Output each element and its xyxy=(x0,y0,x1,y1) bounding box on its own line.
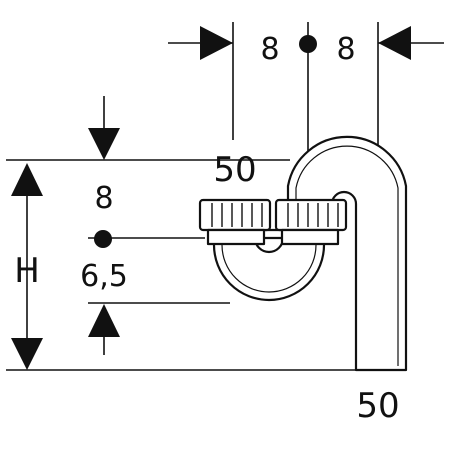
left-nut xyxy=(198,198,272,232)
left-nut-base xyxy=(206,228,266,246)
height-arrow-up-icon xyxy=(11,163,43,196)
right-nut-base xyxy=(280,228,340,246)
top-50-label: 50 xyxy=(213,150,256,190)
top-left-8-label: 8 xyxy=(260,32,279,67)
outlet-pipe xyxy=(286,135,408,372)
trap-inner-contour xyxy=(221,244,317,293)
top-center-dot xyxy=(299,35,317,53)
outlet-inner-contour xyxy=(295,145,399,366)
inlet-axis-dot xyxy=(94,230,112,248)
height-label: H xyxy=(14,251,40,291)
arrow-right-icon xyxy=(200,26,233,60)
side-6-5-label: 6,5 xyxy=(80,259,128,294)
top-right-8-label: 8 xyxy=(336,32,355,67)
arrow-left-icon xyxy=(378,26,411,60)
arrow-down-icon xyxy=(88,128,120,160)
height-arrow-down-icon xyxy=(11,338,43,370)
pipe-contours xyxy=(221,145,399,366)
reference-dots xyxy=(94,35,317,248)
arrowheads xyxy=(11,26,411,370)
bottom-50-label: 50 xyxy=(356,386,399,426)
arrow-up-icon xyxy=(88,304,120,337)
nut-ribs xyxy=(211,203,339,227)
right-nut xyxy=(274,198,348,232)
side-8-label: 8 xyxy=(94,181,113,216)
